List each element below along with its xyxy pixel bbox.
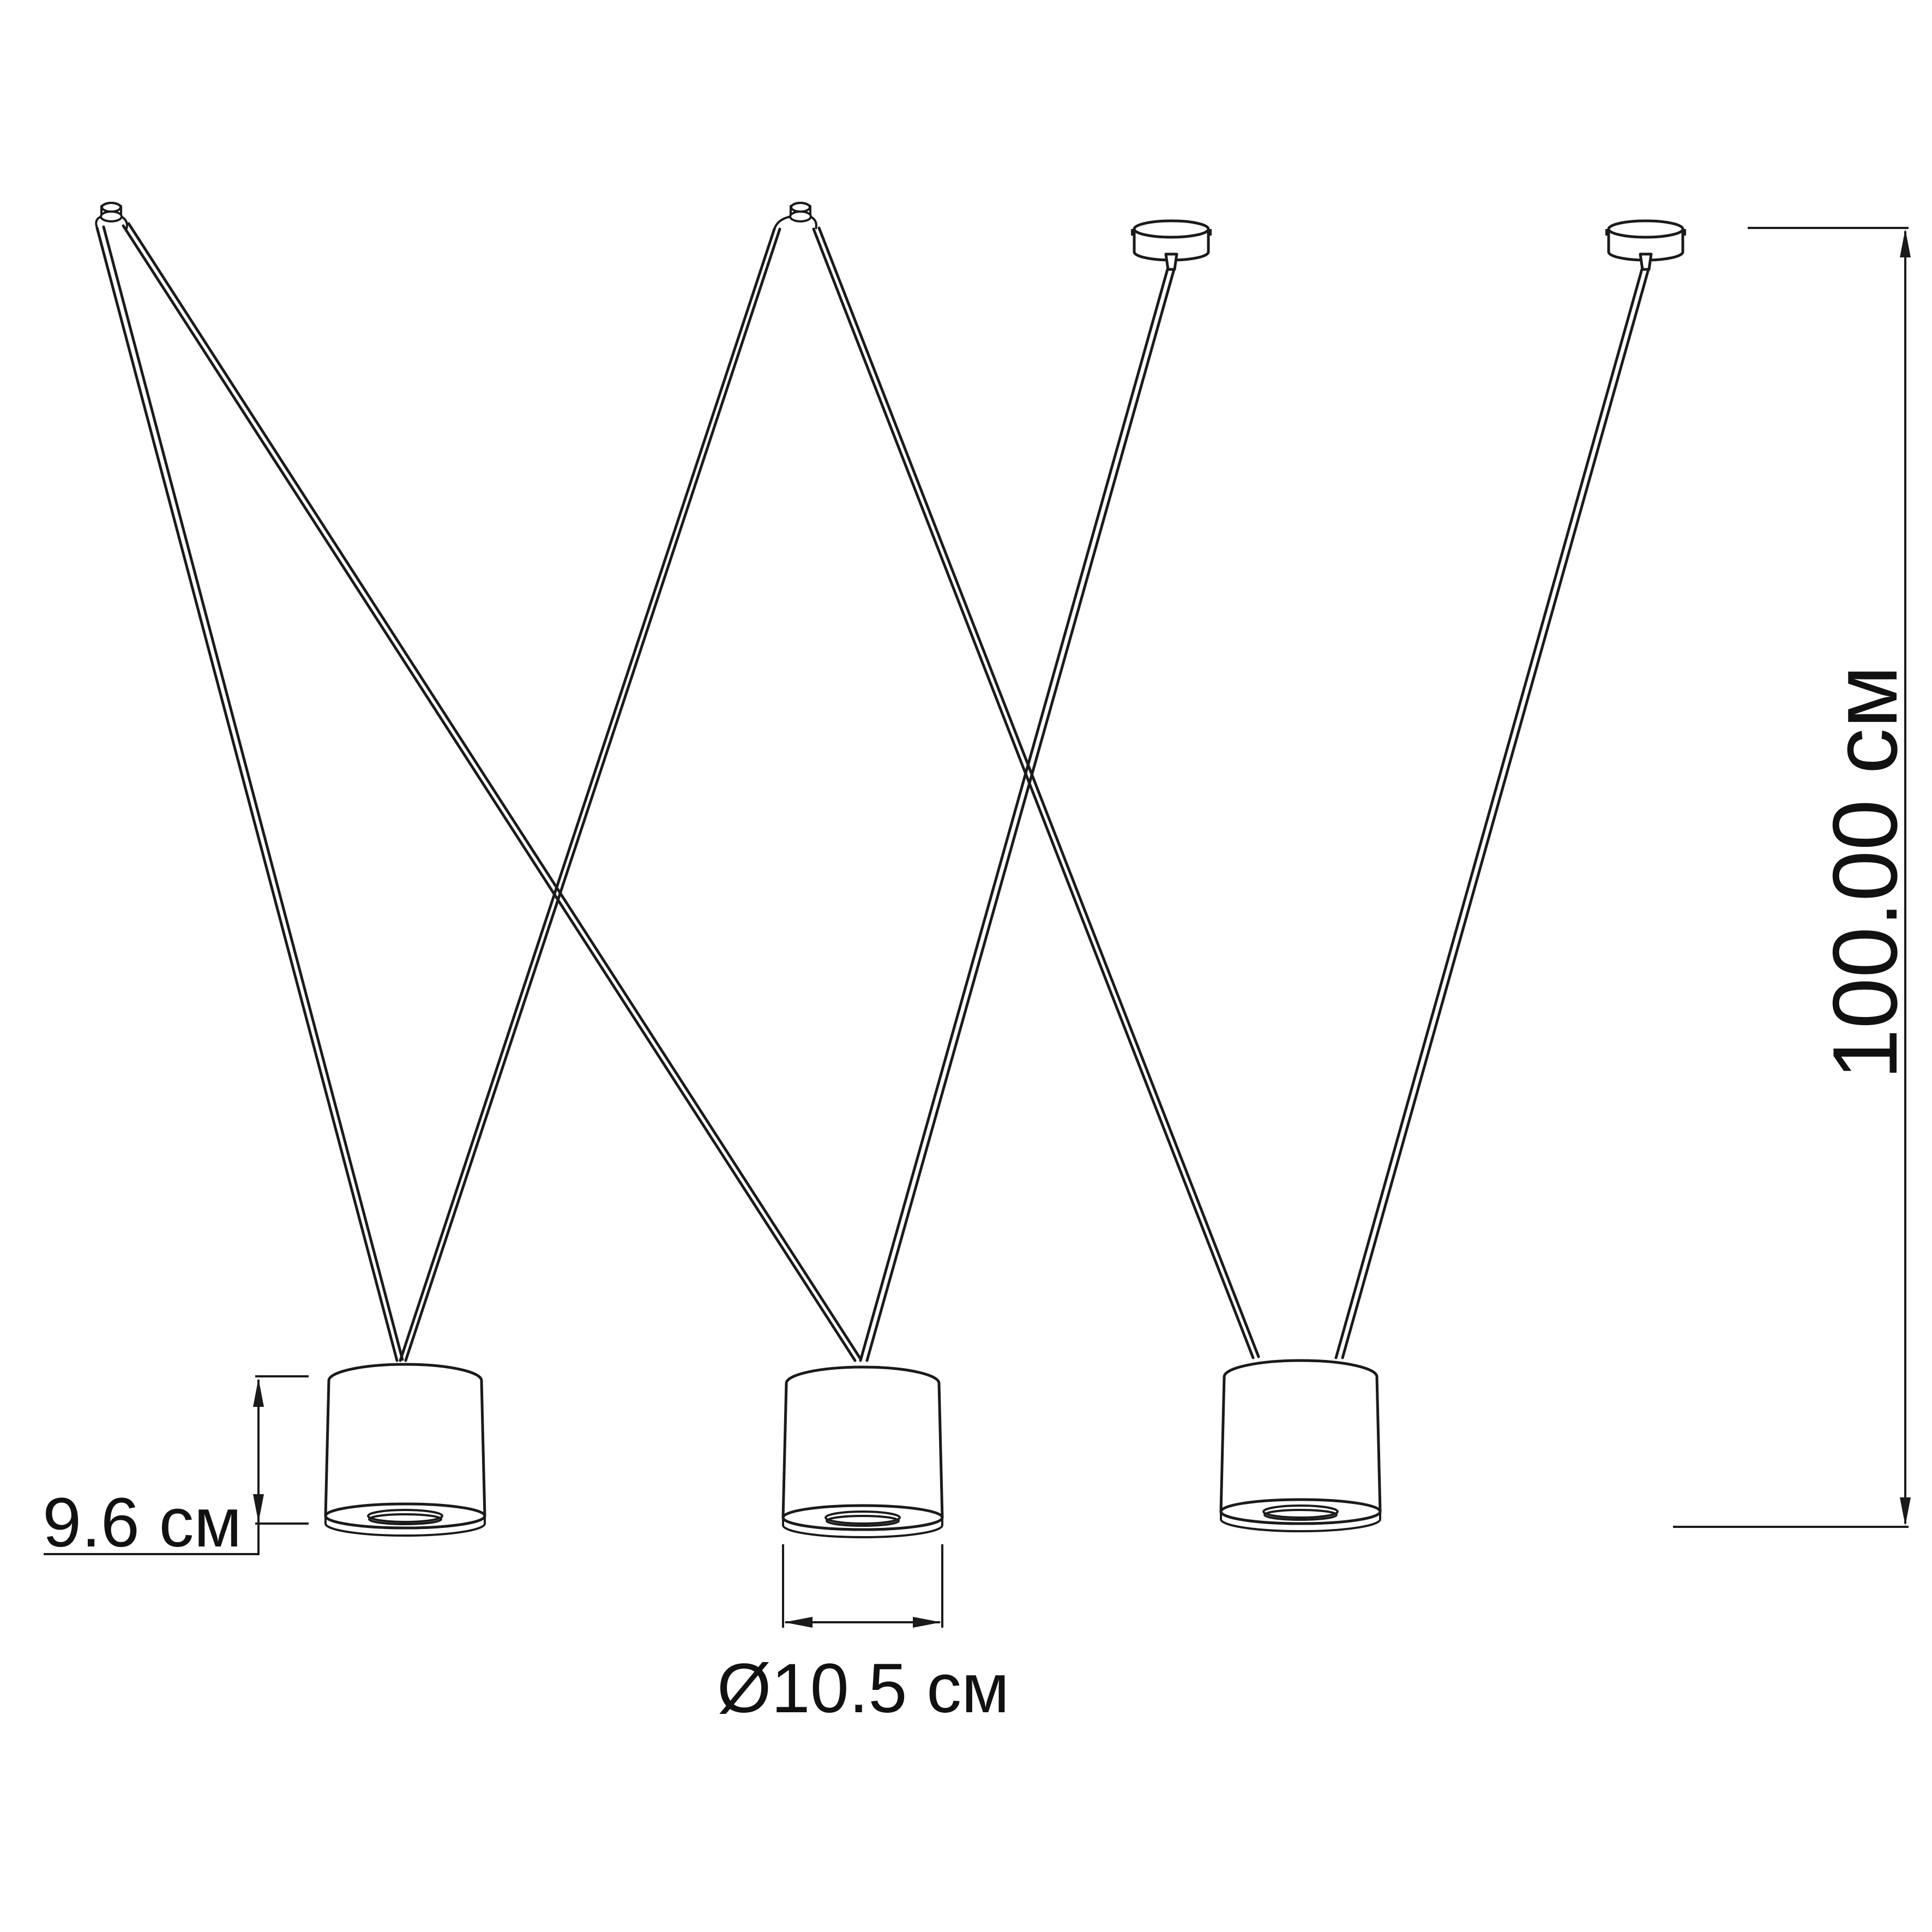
cable-hook1-to-lamp1 <box>95 225 404 1362</box>
cable-hook2-to-lamp1 <box>399 227 781 1362</box>
ceiling-canopy-2 <box>1605 219 1686 271</box>
shade-height-dimension <box>44 1375 309 1555</box>
arrow-left-icon <box>784 1617 812 1628</box>
arrow-down-icon <box>253 1494 264 1522</box>
total-height-dimension <box>1673 227 1911 1528</box>
arrow-up-icon <box>1900 229 1911 257</box>
ceiling-hook-1 <box>95 202 128 230</box>
cable-canopy2-to-lamp3 <box>1334 268 1650 1359</box>
shade-diameter-label: Ø10.5 см <box>717 1650 1009 1728</box>
cable-hook1-to-lamp2 <box>122 222 862 1362</box>
arrow-right-icon <box>913 1617 941 1628</box>
shade-height-label: 9.6 см <box>43 1484 242 1562</box>
ceiling-canopy-1 <box>1131 219 1212 271</box>
lamp-shade-1 <box>324 1363 486 1537</box>
cable-hook2-to-lamp3 <box>812 226 1260 1359</box>
total-height-label: 100.00 см <box>1814 665 1916 1080</box>
arrow-down-icon <box>1900 1497 1911 1526</box>
arrow-up-icon <box>253 1379 264 1407</box>
cable-canopy1-to-lamp2 <box>859 268 1176 1362</box>
lamp-shade-3 <box>1219 1359 1382 1532</box>
shade-diameter-dimension <box>782 1544 943 1628</box>
lamp-shade-2 <box>781 1365 944 1538</box>
ceiling-hook-2 <box>773 202 817 230</box>
